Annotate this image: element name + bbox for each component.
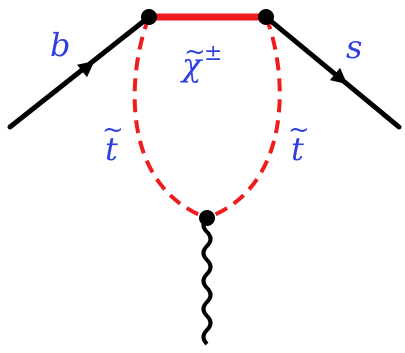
- label-b: b: [50, 26, 70, 64]
- left-squark-propagator: [132, 16, 208, 220]
- vertex-bottom: [199, 210, 215, 226]
- vertex-left: [141, 9, 157, 25]
- incoming-arrow-icon: [77, 61, 95, 78]
- boson-wavy-line: [201, 216, 213, 346]
- label-chargino-tilde: ~: [184, 37, 206, 67]
- outgoing-arrow-icon: [329, 67, 348, 85]
- label-left-squark-tilde: ~: [102, 115, 124, 145]
- incoming-quark-line: [7, 14, 152, 130]
- label-chargino: ~ χ ±: [180, 37, 222, 84]
- label-right-squark-symbol: t: [291, 130, 304, 168]
- outgoing-quark-line: [263, 14, 402, 130]
- label-chargino-symbol: χ: [180, 46, 203, 84]
- right-squark-propagator: [206, 16, 282, 220]
- label-left-squark-symbol: t: [105, 130, 118, 168]
- vertex-right: [258, 9, 274, 25]
- label-right-squark: ~ t: [288, 115, 310, 168]
- label-left-squark: ~ t: [102, 115, 124, 168]
- label-chargino-charge: ±: [204, 41, 222, 66]
- label-right-squark-tilde: ~: [288, 115, 310, 145]
- label-s: s: [346, 28, 362, 66]
